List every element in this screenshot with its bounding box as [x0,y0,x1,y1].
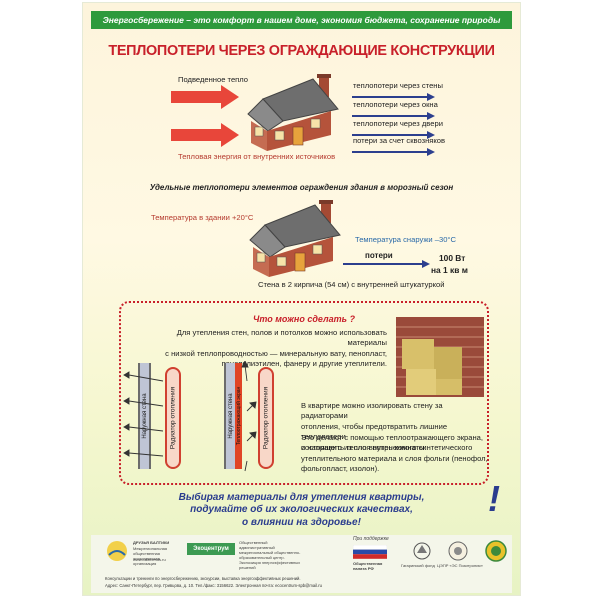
loss-value-area: на 1 кв м [431,265,468,275]
loss-drafts-label: потери за счет сквозняков [353,136,446,145]
support-label: При поддержке [353,536,389,542]
eco-callout: Выбирая материалы для утепления квартиры… [178,492,425,528]
gagarin-fund-icon [413,542,431,560]
public-chamber-label: Общественная палата РФ [353,561,383,571]
loss-arrow-windows [352,112,435,120]
supplied-heat-arrow [171,85,239,109]
heat-reflect-arrows-right [241,361,257,472]
loss-walls-label: теплопотери через стены [353,81,443,90]
loss-label: потери [365,251,393,260]
poster: Энергосбережение – это комфорт в нашем д… [83,3,520,595]
house-illustration-1 [247,74,339,151]
poster-title: ТЕПЛОПОТЕРИ ЧЕРЕЗ ОГРАЖДАЮЩИЕ КОНСТРУКЦИ… [108,43,495,59]
loss-doors-label: теплопотери через двери [353,119,443,128]
outer-wall-left: Наружная стена [138,363,151,469]
footer: ДРУЗЬЯ БАЛТИКИ Межрегиональная обществен… [91,535,512,593]
wall-caption: Стена в 2 кирпича (54 см) с внутренней ш… [258,280,445,289]
exclamation-mark: ! [488,478,500,519]
footer-line-2: Адрес: Санкт-Петербург, пер. Гривцова, д… [105,583,322,588]
temp-inside-label: Температура в здании +20°С [151,213,254,222]
internal-heat-label: Тепловая энергия от внутренних источнико… [178,152,336,161]
heat-loss-arrows-left [123,371,164,457]
insulation-photo [396,317,484,397]
loss-arrow-walls [352,93,435,101]
footer-line-1: Консультации и тренинги по энергосбереже… [105,576,301,581]
logo2-badge: Экоцентрум [187,543,235,555]
logo1-url: www.baltfriends.ru [133,557,166,562]
tips-title: Что можно сделать ? [253,314,355,324]
house-illustration-2 [249,200,341,277]
eco-badge-icon [485,540,507,562]
radiator-left: Радиатор отопления [165,367,181,469]
flag-icon [353,545,387,559]
specific-losses-heading: Удельные теплопотери элементов ограждени… [149,183,454,192]
logo2-desc: Общественный административный межрегиона… [239,540,301,570]
tips-paragraph-2: В квартире можно изолировать стену за ра… [301,401,448,452]
internal-heat-arrow [171,123,239,147]
loss-arrow-doors [352,131,435,139]
logo1-name: ДРУЗЬЯ БАЛТИКИ [133,540,170,545]
tips-box: Что можно сделать ? Для утепления стен, … [119,301,489,485]
temp-outside-label: Температура снаружи –30°С [355,235,456,244]
tips-paragraph-3: Это делают с помощью теплоотражающего эк… [301,433,488,474]
center-label: ЦЭПР «ЭС Позитрония» [437,563,483,568]
supplied-heat-label: Подведенное тепло [178,75,249,84]
loss-value-watts: 100 Вт [439,253,466,263]
center-emblem-icon [448,541,468,561]
baltic-friends-logo-icon [107,541,127,561]
tips-paragraph-1: Для утепления стен, полов и потолков мож… [165,328,387,369]
loss-arrow-specific [343,260,430,268]
gagarin-fund-label: Гагаринский фонд [401,563,435,568]
loss-windows-label: теплопотери через окна [353,100,438,109]
loss-arrow-drafts [352,148,435,156]
radiator-right: Радиатор отопления [258,367,274,469]
top-banner: Энергосбережение – это комфорт в нашем д… [91,11,512,29]
heat-reflecting-screen: Теплоотражающий экран [235,363,242,469]
logo1-desc: Межрегиональная общественная экологическ… [133,546,168,566]
